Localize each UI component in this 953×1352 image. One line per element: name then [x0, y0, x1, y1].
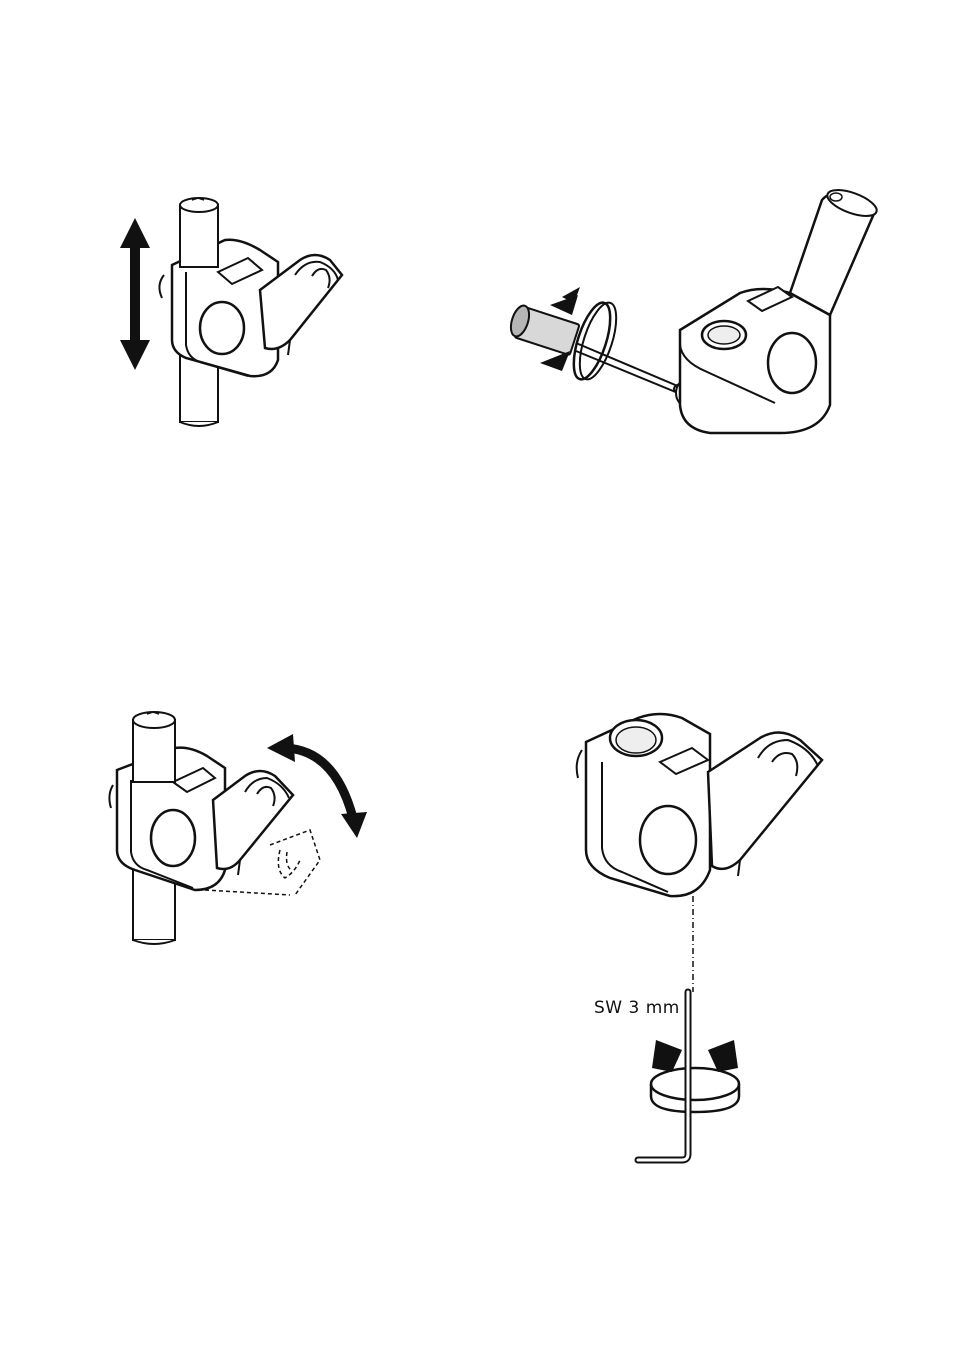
- holder-body: [577, 714, 710, 896]
- rotation-arrows-icon: [651, 1040, 739, 1112]
- step-3-tilt-holder: [95, 700, 385, 960]
- step-4-tighten-screw: SW 3 mm: [560, 700, 860, 1170]
- rod-top: [180, 198, 218, 267]
- rod-top: [133, 712, 175, 782]
- double-vertical-arrow-icon: [120, 218, 150, 370]
- step-1-illustration: [100, 180, 380, 450]
- step-4-illustration: [560, 700, 860, 1170]
- step-2-remove-pin: [500, 175, 900, 455]
- step-3-illustration: [95, 700, 385, 960]
- holder-body: [680, 287, 830, 433]
- step-2-illustration: [500, 175, 900, 455]
- socket-arm: [708, 732, 822, 876]
- step-1-slide-holder: [100, 180, 380, 450]
- pin: [507, 303, 690, 394]
- socket-arm: [790, 185, 880, 315]
- wrench-size-label: SW 3 mm: [594, 998, 680, 1018]
